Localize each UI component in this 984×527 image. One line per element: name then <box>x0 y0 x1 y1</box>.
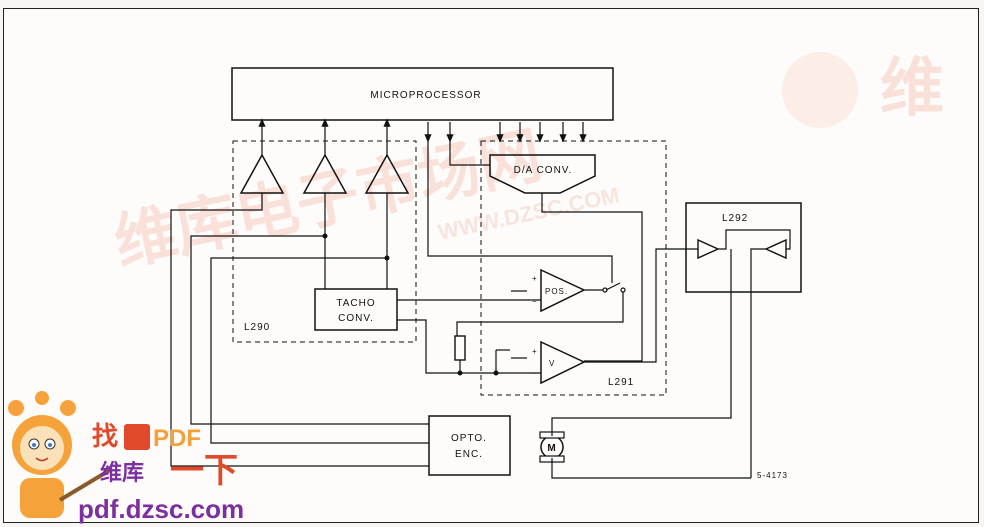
v-amp-label: V <box>549 359 555 368</box>
opto-label-line2: ENC. <box>455 449 483 460</box>
l291-boundary <box>480 140 667 396</box>
svg-text:维库: 维库 <box>100 460 144 486</box>
svg-text:+: + <box>532 274 538 283</box>
tacho-label-line2: CONV. <box>338 313 374 324</box>
opto-label-line1: OPTO. <box>451 433 487 444</box>
opto-encoder-block <box>428 415 511 476</box>
junctions <box>322 233 499 376</box>
motor-label: M <box>547 443 556 454</box>
v-amplifier-icon <box>540 340 586 385</box>
l292-block <box>685 202 802 293</box>
svg-text:一下: 一下 <box>170 451 238 491</box>
l291-label: L291 <box>608 377 634 388</box>
watermark-mascot <box>8 391 112 518</box>
dac-label: D/A CONV. <box>514 165 573 176</box>
wiring <box>170 139 791 479</box>
microprocessor-label: MICROPROCESSOR <box>370 90 481 101</box>
dac-block <box>489 154 596 194</box>
svg-text:+: + <box>532 347 538 356</box>
tacho-label-line1: TACHO <box>336 298 375 309</box>
tacho-converter-block <box>314 288 398 331</box>
pos-amplifier-icon <box>540 268 586 313</box>
l292-buffer-left-icon <box>697 238 720 260</box>
resistor-icon <box>454 335 466 361</box>
dac-bus <box>424 122 587 143</box>
pos-amp-label: POS. <box>545 287 568 296</box>
l292-buffer-right-icon <box>764 238 787 260</box>
watermark-bottom-text: 找 PDF 维库 一下 pdf.dzsc.com <box>78 422 244 524</box>
watermark-logo-icon <box>782 52 858 128</box>
svg-text:−: − <box>532 297 538 306</box>
l292-label: L292 <box>722 213 748 224</box>
figure-code: 5-4173 <box>757 471 788 480</box>
svg-text:PDF: PDF <box>153 425 201 452</box>
microprocessor-block <box>231 67 614 121</box>
watermark-url: pdf.dzsc.com <box>78 494 244 524</box>
watermark-cn-side: 维 <box>880 52 944 126</box>
l290-label: L290 <box>244 322 270 333</box>
svg-text:找: 找 <box>92 422 118 452</box>
